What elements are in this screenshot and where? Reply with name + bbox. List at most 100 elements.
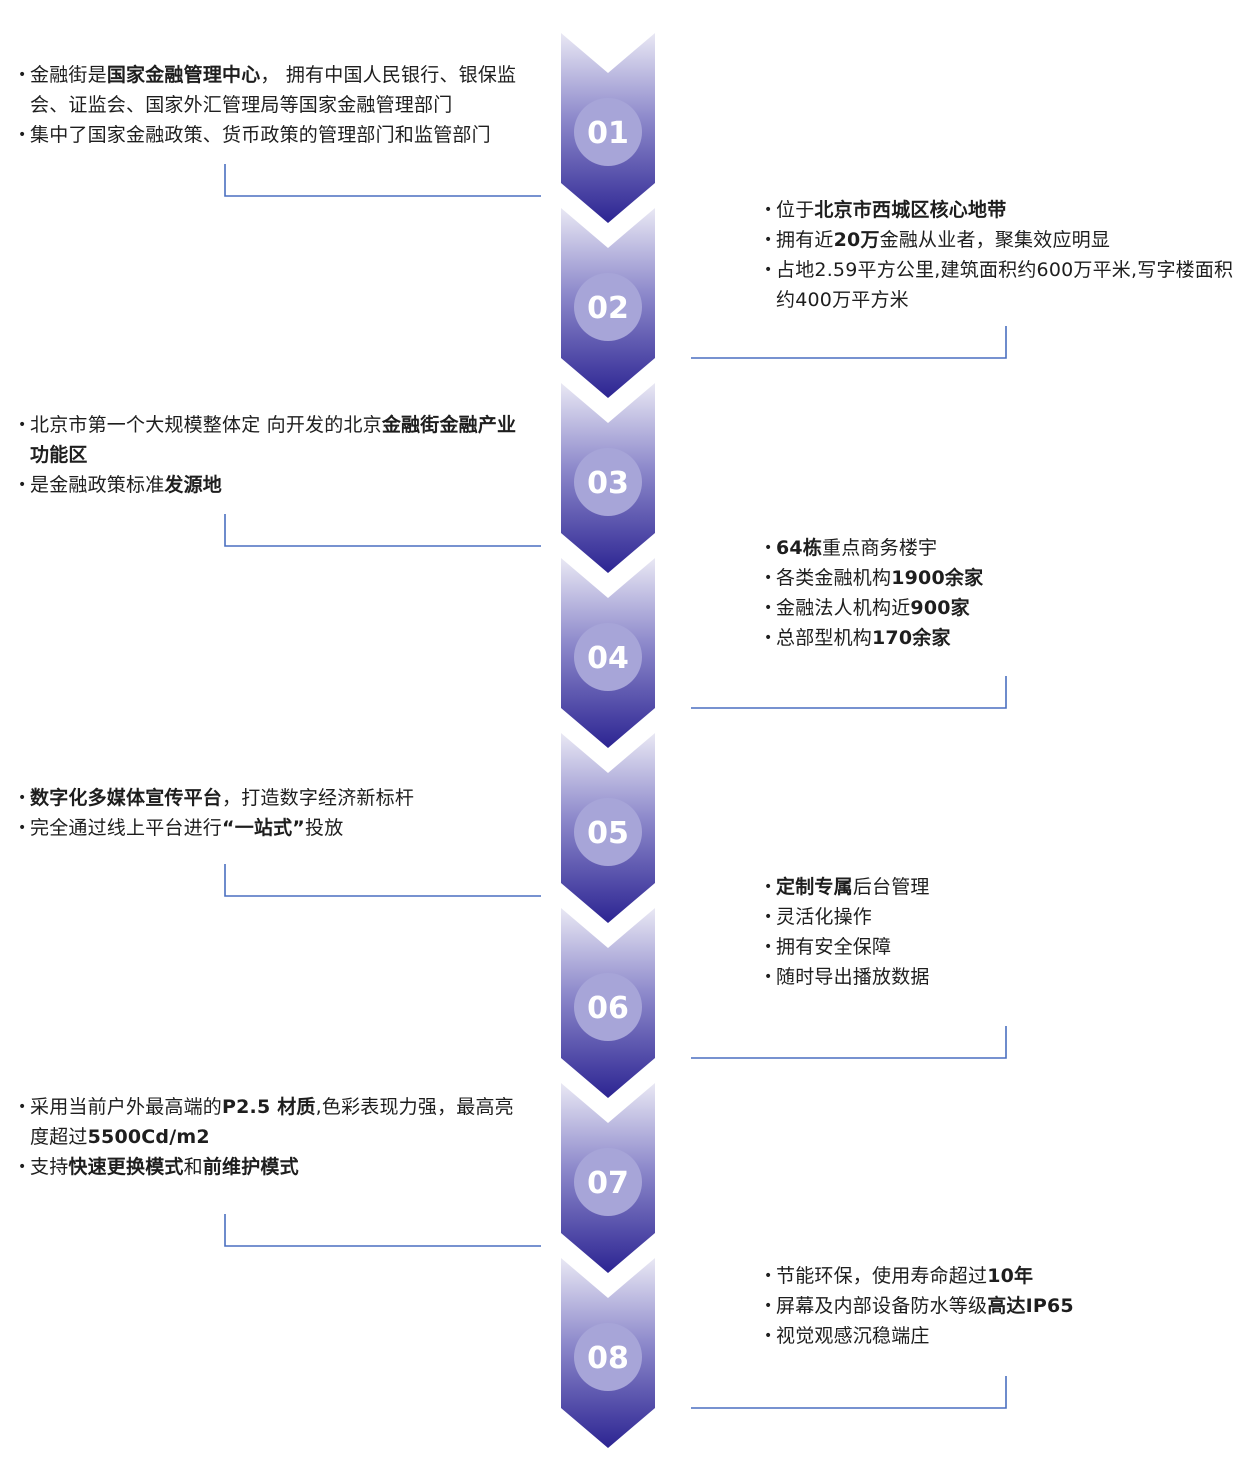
step-circle-07 xyxy=(574,1148,642,1216)
step-text-04: 64栋重点商务楼宇各类金融机构1900余家金融法人机构近900家总部型机构170… xyxy=(764,533,1238,653)
text-segment: 灵活化操作 xyxy=(776,906,873,928)
connector-line-06 xyxy=(691,1026,1007,1059)
text-segment: ，打造数字经济新标杆 xyxy=(222,787,415,809)
text-segment: ,色彩表现力强，最高亮度超过 xyxy=(30,1096,514,1148)
text-segment: 北京市第一个大规模整体定 向开发的北京 xyxy=(30,414,382,436)
step-number-03: 03 xyxy=(587,466,629,501)
text-segment: 金融从业者，聚集效应明显 xyxy=(879,229,1111,251)
connector-line-03 xyxy=(224,514,541,547)
text-segment: 和 xyxy=(183,1156,203,1178)
bold-text: 170余家 xyxy=(872,627,951,649)
text-segment: 占地2.59平方公里,建筑面积约600万平米,写字楼面积约400万平方米 xyxy=(776,259,1234,311)
step-text-07: 采用当前户外最高端的P2.5 材质,色彩表现力强，最高亮度超过5500Cd/m2… xyxy=(18,1092,528,1182)
step-text-01: 金融街是国家金融管理中心， 拥有中国人民银行、银保监会、证监会、国家外汇管理局等… xyxy=(18,60,528,150)
step-number-06: 06 xyxy=(587,991,629,1026)
bold-text: 定制专属 xyxy=(776,876,853,898)
step-text-02: 位于北京市西城区核心地带拥有近20万金融从业者，聚集效应明显占地2.59平方公里… xyxy=(764,195,1238,315)
bold-text: 高达IP65 xyxy=(987,1295,1074,1317)
bold-text: P2.5 材质 xyxy=(222,1096,316,1118)
bullet-item: 64栋重点商务楼宇 xyxy=(764,533,1238,563)
bullet-item: 视觉观感沉稳端庄 xyxy=(764,1321,1238,1351)
bold-text: 900家 xyxy=(910,597,970,619)
text-segment: 拥有近 xyxy=(776,229,834,251)
text-segment: 支持 xyxy=(30,1156,69,1178)
text-segment: 节能环保，使用寿命超过 xyxy=(776,1265,988,1287)
text-segment: 位于 xyxy=(776,199,815,221)
text-segment: 采用当前户外最高端的 xyxy=(30,1096,223,1118)
connector-line-02 xyxy=(691,326,1007,359)
bullet-item: 位于北京市西城区核心地带 xyxy=(764,195,1238,225)
text-segment: 总部型机构 xyxy=(776,627,873,649)
bullet-item: 采用当前户外最高端的P2.5 材质,色彩表现力强，最高亮度超过5500Cd/m2 xyxy=(18,1092,528,1152)
bullet-item: 支持快速更换模式和前维护模式 xyxy=(18,1152,528,1182)
text-segment: ， 拥有中国人民银行、银保监会、证监会、国家外汇管理局等国家金融管理部门 xyxy=(30,64,517,116)
text-segment: 随时导出播放数据 xyxy=(776,966,930,988)
bullet-item: 屏幕及内部设备防水等级高达IP65 xyxy=(764,1291,1238,1321)
text-segment: 完全通过线上平台进行 xyxy=(30,817,223,839)
text-segment: 金融街是 xyxy=(30,64,107,86)
step-circle-01 xyxy=(574,98,642,166)
connector-line-04 xyxy=(691,676,1007,709)
text-segment: 重点商务楼宇 xyxy=(822,537,938,559)
bullet-item: 数字化多媒体宣传平台，打造数字经济新标杆 xyxy=(18,783,528,813)
bold-text: 1900余家 xyxy=(891,567,984,589)
bold-text: 20万 xyxy=(833,229,880,251)
bullet-item: 完全通过线上平台进行“一站式”投放 xyxy=(18,813,528,843)
step-circle-03 xyxy=(574,448,642,516)
step-circle-05 xyxy=(574,798,642,866)
bullet-item: 总部型机构170余家 xyxy=(764,623,1238,653)
bold-text: 金融街金融产业功能区 xyxy=(30,414,517,466)
step-number-01: 01 xyxy=(587,116,629,151)
step-number-05: 05 xyxy=(587,816,629,851)
step-circle-08 xyxy=(574,1323,642,1391)
bold-text: 国家金融管理中心 xyxy=(106,64,261,86)
text-segment: 各类金融机构 xyxy=(776,567,892,589)
text-segment: 屏幕及内部设备防水等级 xyxy=(776,1295,988,1317)
text-segment: 后台管理 xyxy=(852,876,930,898)
bullet-item: 金融法人机构近900家 xyxy=(764,593,1238,623)
bullet-item: 随时导出播放数据 xyxy=(764,962,1238,992)
bold-text: 前维护模式 xyxy=(202,1156,299,1178)
connector-line-05 xyxy=(224,864,541,897)
bullet-item: 是金融政策标准发源地 xyxy=(18,470,528,500)
text-segment: 金融法人机构近 xyxy=(776,597,911,619)
text-segment: 视觉观感沉稳端庄 xyxy=(776,1325,930,1347)
bold-text: 数字化多媒体宣传平台 xyxy=(30,787,223,809)
bullet-item: 定制专属后台管理 xyxy=(764,872,1238,902)
text-segment: 集中了国家金融政策、货币政策的管理部门和监管部门 xyxy=(30,124,491,146)
step-number-07: 07 xyxy=(587,1166,629,1201)
text-segment: 是金融政策标准 xyxy=(30,474,165,496)
step-number-04: 04 xyxy=(587,641,629,676)
bullet-item: 各类金融机构1900余家 xyxy=(764,563,1238,593)
bold-text: 发源地 xyxy=(164,474,223,496)
bold-text: 10年 xyxy=(987,1265,1034,1287)
bullet-item: 集中了国家金融政策、货币政策的管理部门和监管部门 xyxy=(18,120,528,150)
bold-text: “一站式” xyxy=(222,817,305,839)
bullet-item: 占地2.59平方公里,建筑面积约600万平米,写字楼面积约400万平方米 xyxy=(764,255,1238,315)
bullet-item: 节能环保，使用寿命超过10年 xyxy=(764,1261,1238,1291)
step-circle-02 xyxy=(574,273,642,341)
bold-text: 5500Cd/m2 xyxy=(87,1126,210,1148)
step-text-08: 节能环保，使用寿命超过10年屏幕及内部设备防水等级高达IP65视觉观感沉稳端庄 xyxy=(764,1261,1238,1351)
text-segment: 投放 xyxy=(305,817,344,839)
text-segment: 拥有安全保障 xyxy=(776,936,892,958)
bullet-item: 灵活化操作 xyxy=(764,902,1238,932)
step-circle-04 xyxy=(574,623,642,691)
bullet-item: 拥有近20万金融从业者，聚集效应明显 xyxy=(764,225,1238,255)
connector-line-08 xyxy=(691,1376,1007,1409)
bold-text: 64栋 xyxy=(776,537,823,559)
step-text-03: 北京市第一个大规模整体定 向开发的北京金融街金融产业功能区是金融政策标准发源地 xyxy=(18,410,528,500)
bullet-item: 北京市第一个大规模整体定 向开发的北京金融街金融产业功能区 xyxy=(18,410,528,470)
step-number-08: 08 xyxy=(587,1341,629,1376)
bullet-item: 拥有安全保障 xyxy=(764,932,1238,962)
bold-text: 北京市西城区核心地带 xyxy=(814,199,1007,221)
bullet-item: 金融街是国家金融管理中心， 拥有中国人民银行、银保监会、证监会、国家外汇管理局等… xyxy=(18,60,528,120)
bold-text: 快速更换模式 xyxy=(68,1156,184,1178)
step-number-02: 02 xyxy=(587,291,629,326)
step-circle-06 xyxy=(574,973,642,1041)
step-text-06: 定制专属后台管理灵活化操作拥有安全保障随时导出播放数据 xyxy=(764,872,1238,992)
connector-line-07 xyxy=(224,1214,541,1247)
connector-line-01 xyxy=(224,164,541,197)
step-text-05: 数字化多媒体宣传平台，打造数字经济新标杆完全通过线上平台进行“一站式”投放 xyxy=(18,783,528,843)
